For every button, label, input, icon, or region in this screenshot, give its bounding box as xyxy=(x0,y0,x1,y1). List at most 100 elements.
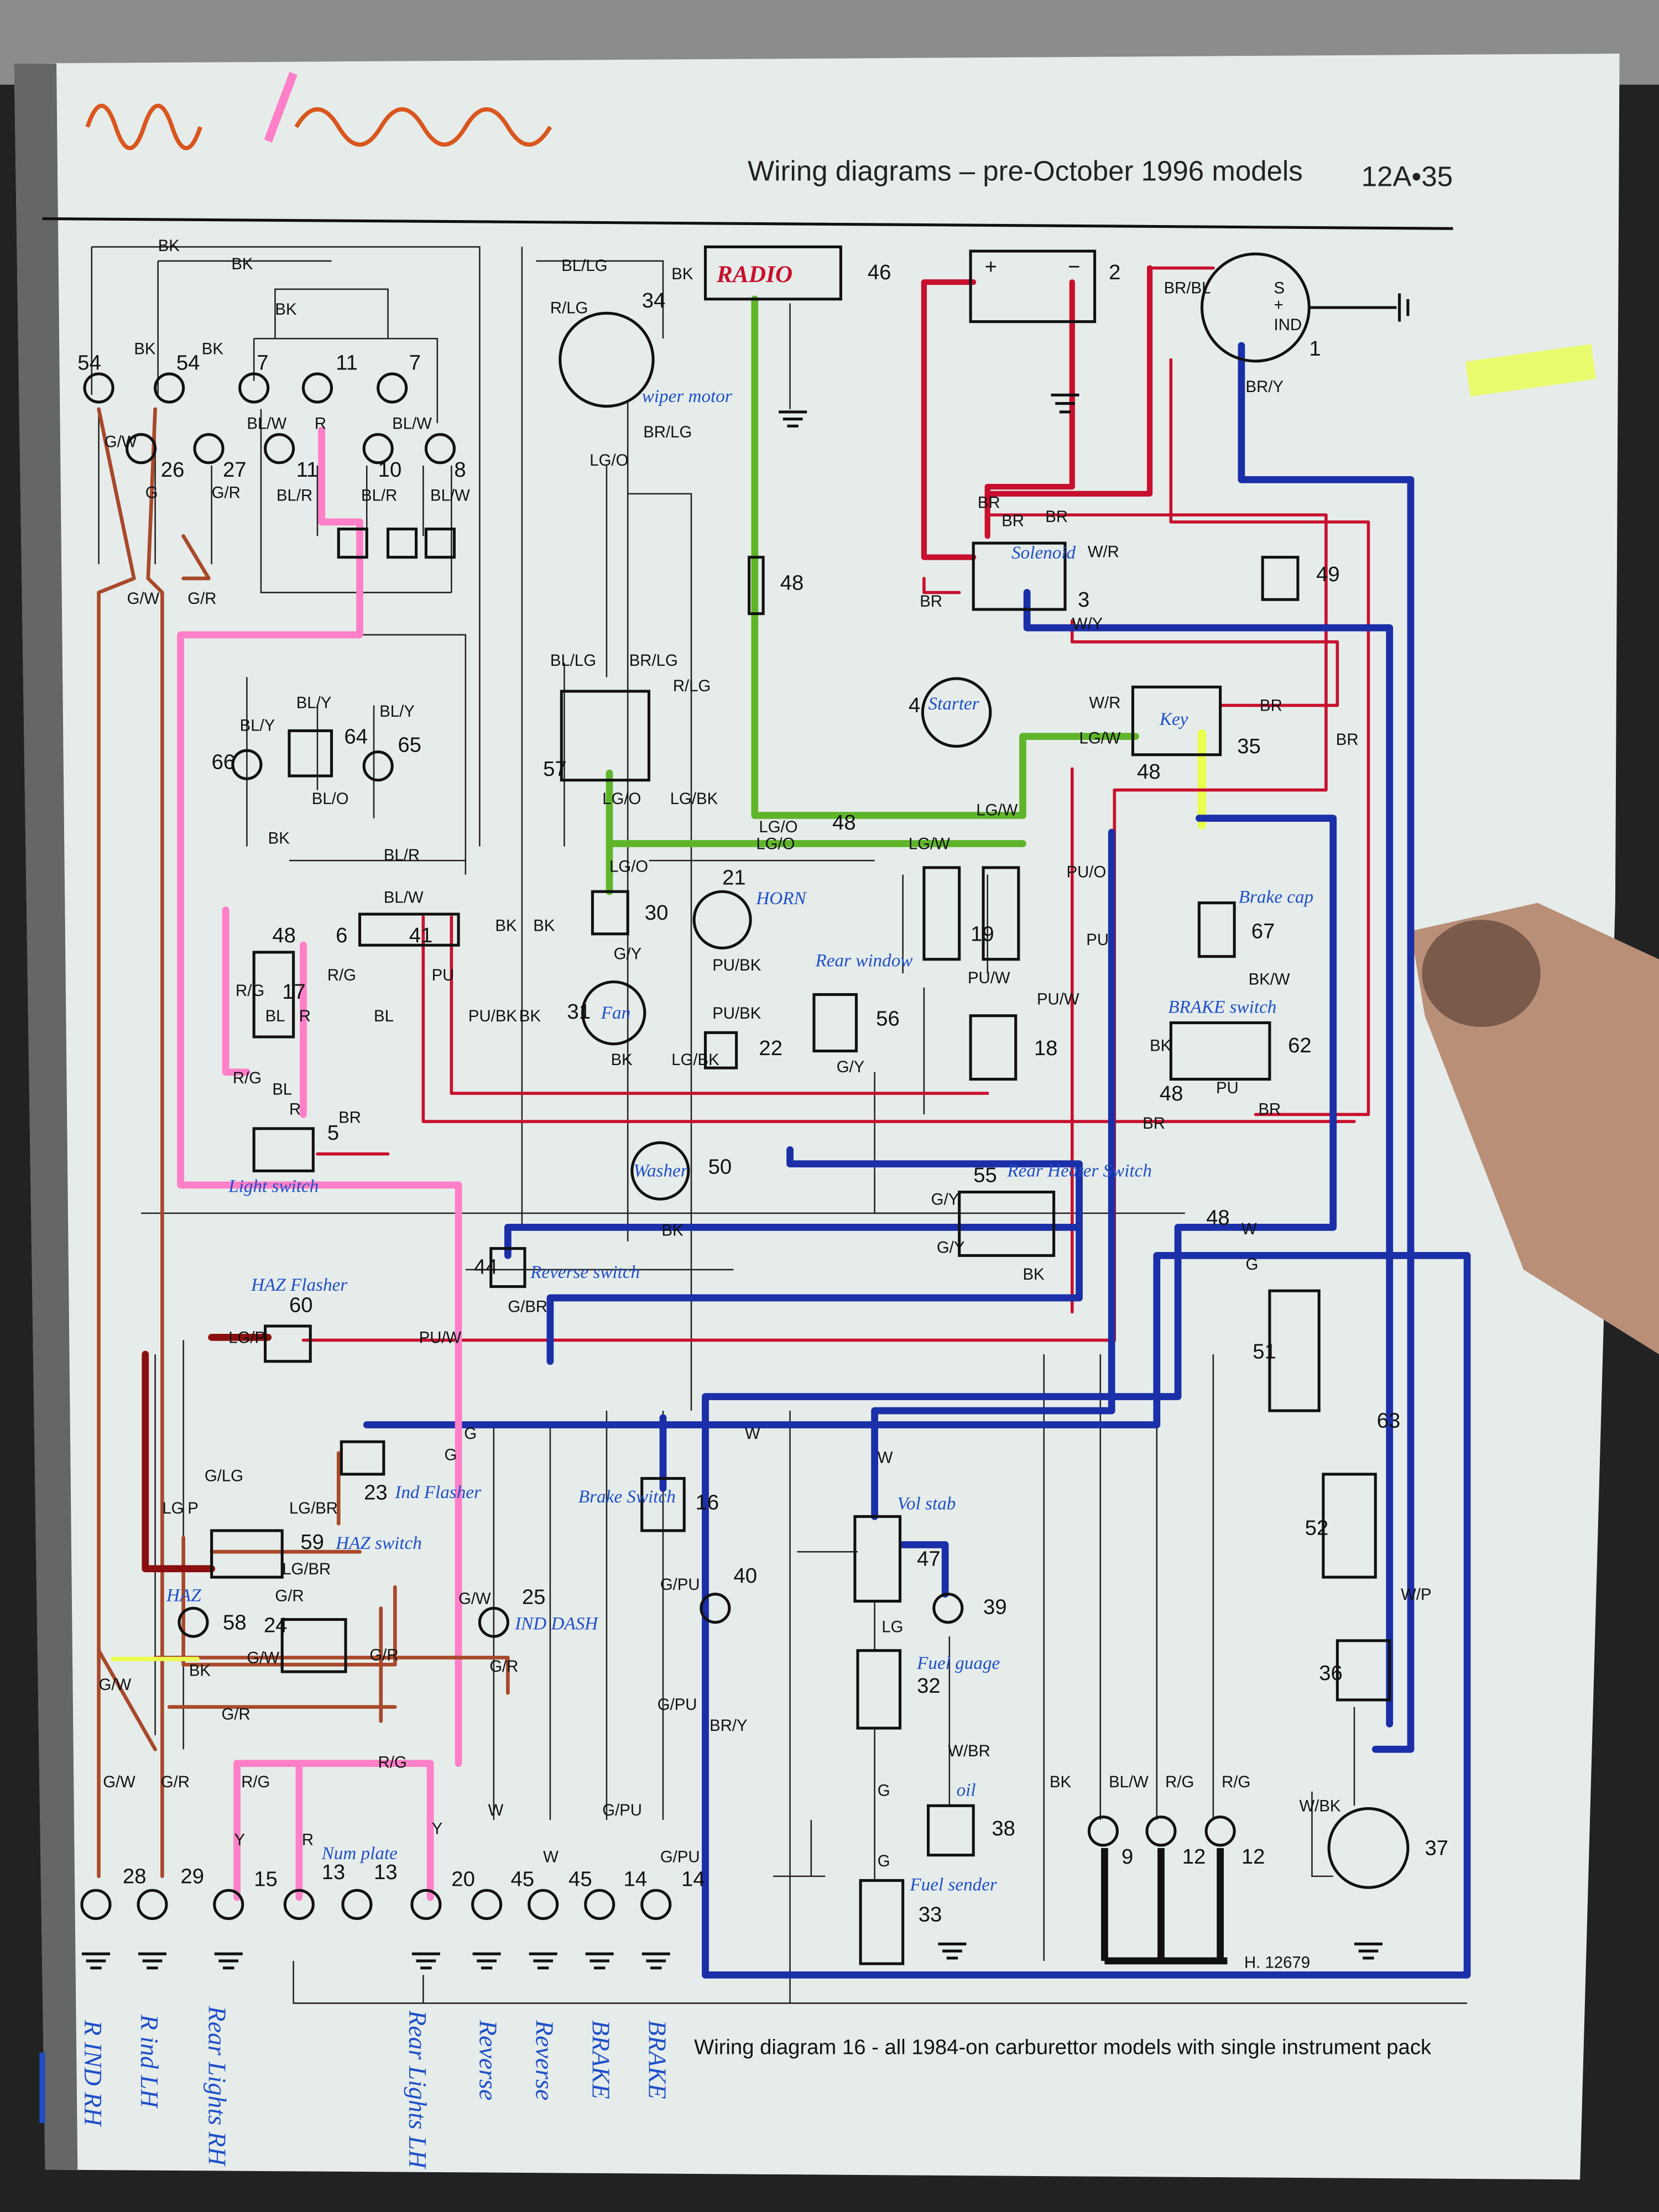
handwritten-scribble xyxy=(85,103,552,150)
wire-colour-label: BR xyxy=(1001,512,1024,530)
wire-colour-label: Y xyxy=(432,1819,443,1838)
solenoid-3 xyxy=(972,541,1067,611)
handwritten-annotation: Fuel sender xyxy=(909,1874,997,1895)
switch-19b xyxy=(982,866,1020,961)
switch-22 xyxy=(703,1031,738,1070)
component-number: 57 xyxy=(543,757,567,781)
wire-colour-label: R/G xyxy=(1222,1773,1250,1791)
header-page-number: 12A•35 xyxy=(1361,161,1453,192)
wire-colour-label: PU xyxy=(1216,1079,1239,1097)
fan-31 xyxy=(581,980,646,1046)
component-number: 30 xyxy=(645,901,669,925)
hazard-flasher-60 xyxy=(264,1324,312,1363)
earth-symbols-bottom xyxy=(81,393,1383,1970)
header-rule xyxy=(42,217,1453,230)
battery-minus: − xyxy=(1068,255,1080,279)
wire-colour-label: BL/W xyxy=(384,889,424,907)
handwritten-annotation: Light switch xyxy=(228,1176,319,1197)
wire-colour-label: BR xyxy=(1142,1114,1165,1133)
component-number: 47 xyxy=(917,1547,941,1571)
ignition-key-35 xyxy=(1131,685,1222,757)
component-number: 51 xyxy=(1253,1340,1276,1364)
wire-colour-label: LG/BK xyxy=(670,790,718,808)
wire-colour-label: BR xyxy=(338,1109,361,1127)
component-number: 21 xyxy=(722,865,746,889)
wire-colour-label: LG/BR xyxy=(289,1499,338,1517)
starter-motor-4 xyxy=(921,677,992,748)
wire-colour-label: BL/LG xyxy=(550,651,596,670)
component-number: 16 xyxy=(696,1491,719,1515)
handwritten-annotation: HORN xyxy=(755,888,807,909)
relay-24 xyxy=(280,1618,347,1673)
battery-2 xyxy=(969,249,1097,324)
wire-colour-label: BL/Y xyxy=(379,702,415,721)
ignition-terminal-ind: IND xyxy=(1274,316,1302,334)
wire-colour-label: G/PU xyxy=(660,1575,700,1594)
component-number: 6 xyxy=(336,924,347,947)
wire-colour-label: G/W xyxy=(99,1676,132,1694)
component-number: 12 xyxy=(1241,1845,1265,1869)
wire-colour-label: G xyxy=(445,1446,457,1464)
wire-colour-label: G/PU xyxy=(658,1695,697,1714)
component-number: 28 xyxy=(123,1865,147,1888)
switch-18 xyxy=(969,1014,1018,1081)
wire-colour-label: LG/O xyxy=(756,835,795,853)
light-switch-5 xyxy=(252,1127,315,1172)
ind-dash-lamp-25 xyxy=(478,1606,509,1638)
wire-colour-label: BL/R xyxy=(384,846,420,864)
wire-colour-label: BL/W xyxy=(392,415,432,433)
wire-colour-label: PU/W xyxy=(968,969,1010,987)
wire-colour-label: W/Y xyxy=(1072,615,1103,633)
paper-sheet xyxy=(14,53,1620,2180)
lamp-39 xyxy=(932,1593,964,1624)
wire-colour-label: G/PU xyxy=(660,1848,700,1866)
handwritten-bottom-annotation: Rear Lights LH xyxy=(404,2010,432,2170)
fuel-gauge-32 xyxy=(856,1649,902,1730)
component-number: 11 xyxy=(296,458,319,482)
component-number: 48 xyxy=(272,924,296,947)
wire-colour-label: BK xyxy=(202,340,224,358)
component-number: 64 xyxy=(344,724,368,748)
wire-colour-label: W xyxy=(1241,1220,1257,1238)
horn-relay-30 xyxy=(591,890,629,936)
wire-colour-label: BR/LG xyxy=(643,423,692,441)
component-number: 10 xyxy=(378,458,402,482)
wire-colour-label: BL/W xyxy=(1109,1773,1149,1791)
wire-colour-label: G xyxy=(878,1781,890,1799)
wire-colour-label: BL/R xyxy=(361,487,397,505)
component-number: 18 xyxy=(1034,1036,1058,1060)
wire-colour-label: LG xyxy=(881,1618,903,1636)
radio-46 xyxy=(703,245,842,301)
component-number: 39 xyxy=(983,1595,1007,1619)
wire-colour-label: BR xyxy=(1045,508,1068,526)
component-number: 15 xyxy=(254,1867,278,1891)
wire-colour-label: LG xyxy=(162,1499,184,1517)
wire-colour-label: R/G xyxy=(233,1069,262,1087)
component-number: 17 xyxy=(282,980,306,1004)
component-number: 3 xyxy=(1078,588,1089,612)
wire-colour-label: BK xyxy=(268,830,290,848)
wire-colour-label: BR/BL xyxy=(1164,279,1211,298)
wire-colour-label: G/R xyxy=(275,1587,304,1605)
relay-64 xyxy=(288,729,333,778)
wire-colour-label: LG/O xyxy=(609,858,648,876)
wire-colour-label: W/R xyxy=(1088,543,1119,561)
wire-colour-label: BK xyxy=(519,1007,541,1025)
wire-colour-label: BK xyxy=(661,1222,684,1240)
component-number: 5 xyxy=(327,1121,339,1145)
wire-colour-label: LG/O xyxy=(759,818,797,836)
wire-colour-label: BK xyxy=(231,255,253,273)
handwritten-annotation: Ind Flasher xyxy=(394,1482,481,1503)
component-number: 40 xyxy=(734,1564,758,1588)
component-number: 59 xyxy=(300,1530,324,1554)
handwritten-annotation: HAZ xyxy=(166,1585,201,1605)
handwritten-bottom-annotation: R ind LH xyxy=(135,2014,164,2109)
figure-caption: Wiring diagram 16 - all 1984-on carburet… xyxy=(694,2035,1432,2059)
component-number: 14 xyxy=(624,1867,648,1891)
wire-colour-label: PU/BK xyxy=(712,1004,761,1022)
component-number: 2 xyxy=(1109,260,1120,284)
wire-colour-label: W/BR xyxy=(948,1742,990,1760)
wire-colour-label: BL xyxy=(374,1007,394,1025)
handwritten-annotation: Brake Switch xyxy=(578,1486,676,1507)
